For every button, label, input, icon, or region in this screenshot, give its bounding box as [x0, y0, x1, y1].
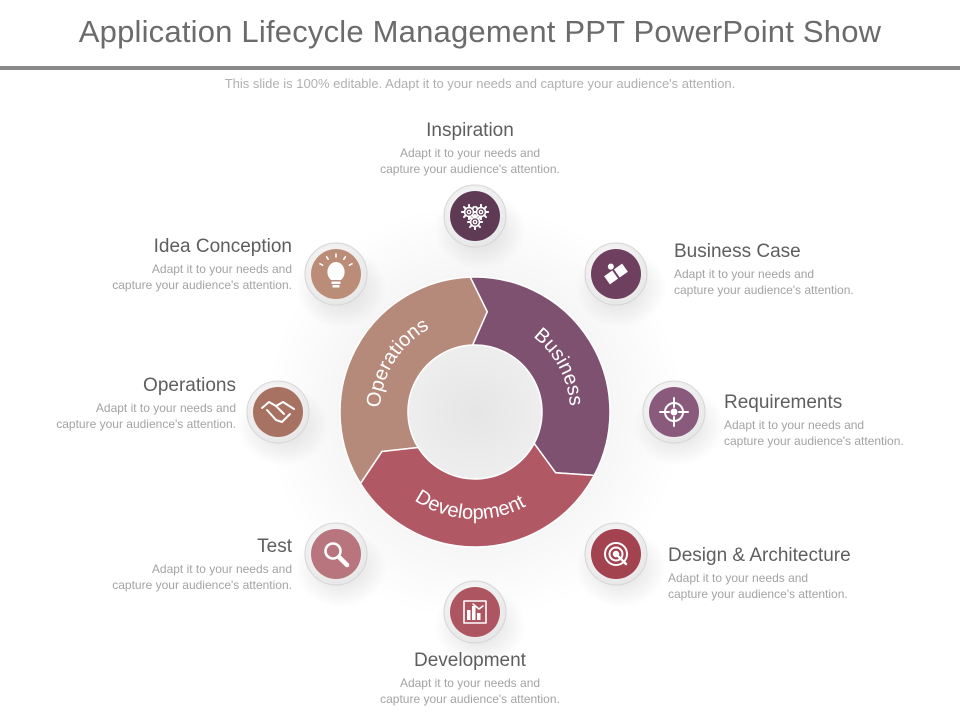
label-description-line: Adapt it to your needs and — [399, 146, 541, 160]
node-test — [304, 522, 368, 586]
slide-subtitle: This slide is 100% editable. Adapt it to… — [224, 76, 736, 91]
label-description-line: capture your audience's attention. — [112, 578, 292, 592]
gears-icon — [460, 203, 490, 231]
label-description-line: Adapt it to your needs and — [399, 676, 541, 690]
label-description: Adapt it to your needs and capture your a… — [674, 266, 960, 298]
label-description-line: Adapt it to your needs and — [151, 262, 292, 276]
crosshair-icon — [659, 397, 689, 427]
label-title: Inspiration — [426, 120, 514, 141]
slide-title: Application Lifecycle Management PPT Pow… — [78, 14, 882, 49]
label-description: Adapt it to your needs and capture your a… — [320, 675, 620, 707]
ring-segment-business — [469, 276, 611, 477]
label-description-line: Adapt it to your needs and — [95, 401, 236, 415]
node-operations — [246, 380, 310, 444]
node-requirements — [642, 380, 706, 444]
label-description-line: capture your audience's attention. — [380, 162, 560, 176]
node-badge — [591, 249, 641, 299]
lightbulb-icon — [319, 253, 353, 288]
label-description: Adapt it to your needs and capture your a… — [320, 145, 620, 177]
title-divider — [0, 66, 960, 70]
label-description-line: capture your audience's attention. — [112, 278, 292, 292]
label-description: Adapt it to your needs and capture your a… — [0, 400, 236, 432]
label-description: Adapt it to your needs and capture your a… — [668, 570, 960, 602]
node-inspiration — [443, 184, 507, 248]
label-description: Adapt it to your needs and capture your a… — [0, 561, 292, 593]
label-title: Test — [257, 536, 292, 557]
label-title: Requirements — [724, 392, 843, 413]
node-badge — [311, 529, 361, 579]
label-description: Adapt it to your needs and capture your a… — [0, 261, 292, 293]
label-title: Idea Conception — [153, 236, 292, 257]
ring-segment-development — [359, 442, 596, 548]
puzzle-icon — [604, 263, 628, 285]
node-development — [443, 580, 507, 644]
magnifier-icon — [324, 542, 350, 568]
node-badge — [253, 387, 303, 437]
label-description-line: capture your audience's attention. — [724, 434, 904, 448]
label-description-line: capture your audience's attention. — [674, 283, 854, 297]
label-title: Design & Architecture — [668, 545, 851, 566]
node-design-architecture — [584, 522, 648, 586]
label-description-line: Adapt it to your needs and — [674, 267, 815, 281]
label-description-line: Adapt it to your needs and — [668, 571, 809, 585]
node-idea-conception — [304, 242, 368, 306]
label-description-line: Adapt it to your needs and — [724, 418, 865, 432]
ring-segment-operations — [339, 276, 489, 485]
label-description: Adapt it to your needs and capture your a… — [724, 417, 960, 449]
node-business-case — [584, 242, 648, 306]
label-description-line: capture your audience's attention. — [380, 692, 560, 706]
label-description-line: capture your audience's attention. — [56, 417, 236, 431]
handshake-icon — [261, 401, 295, 423]
label-title: Business Case — [674, 241, 801, 262]
target-icon — [604, 542, 628, 566]
label-title: Operations — [143, 375, 236, 396]
label-title: Development — [414, 650, 526, 671]
label-description-line: capture your audience's attention. — [668, 587, 848, 601]
label-description-line: Adapt it to your needs and — [151, 562, 292, 576]
bar-chart-icon — [463, 600, 487, 624]
